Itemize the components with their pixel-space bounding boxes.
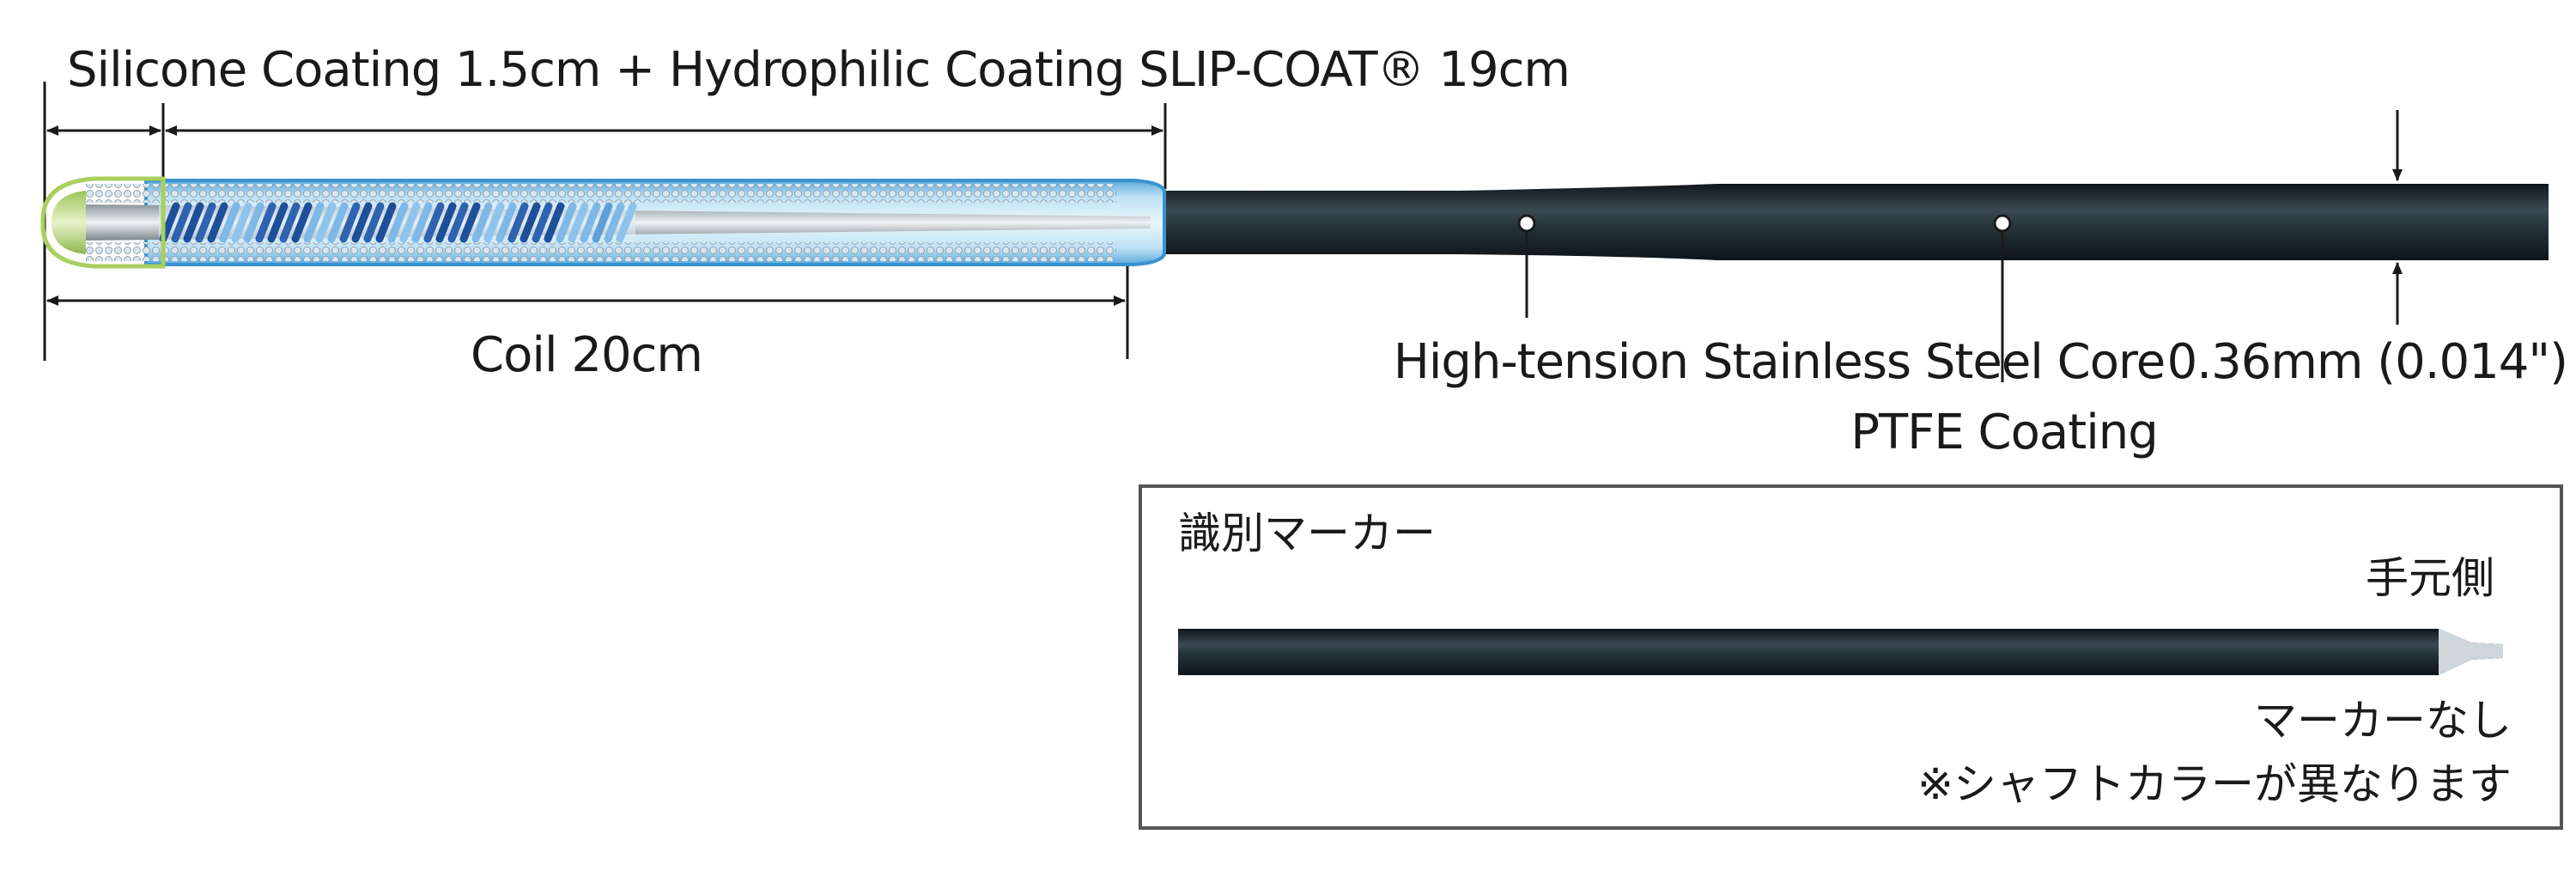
proximal-tip-illustration [2439,629,2503,675]
coil-lower-wraps [86,242,1116,261]
coating-length-label: Silicone Coating 1.5cm + Hydrophilic Coa… [67,42,1570,98]
identification-marker-box: 識別マーカー 手元側 マーカーなし ※シャフトカラーが異なります [1139,484,2563,830]
coil-length-label: Coil 20cm [471,327,702,383]
marker-box-title: 識別マーカー [1178,509,1436,558]
core-pointer-dot [1517,214,1536,233]
atraumatic-tip-ball [52,191,86,254]
wire-shaft [1155,184,2549,260]
proximal-shaft-illustration [1178,629,2503,675]
core-label: High-tension Stainless Steel Core [1394,334,2166,390]
silicone-coated-tip [40,176,166,269]
ptfe-label: PTFE Coating [1850,405,2158,460]
diameter-label: 0.36mm (0.014") [2167,334,2567,390]
radiopaque-marker-coil [159,202,637,243]
proximal-side-label: 手元側 [2366,553,2494,603]
no-marker-label: マーカーなし [2254,696,2512,746]
coil-upper-wraps [86,184,1116,203]
ptfe-pointer-dot [1993,214,2012,233]
shaft-color-note: ※シャフトカラーが異なります [1917,759,2512,809]
